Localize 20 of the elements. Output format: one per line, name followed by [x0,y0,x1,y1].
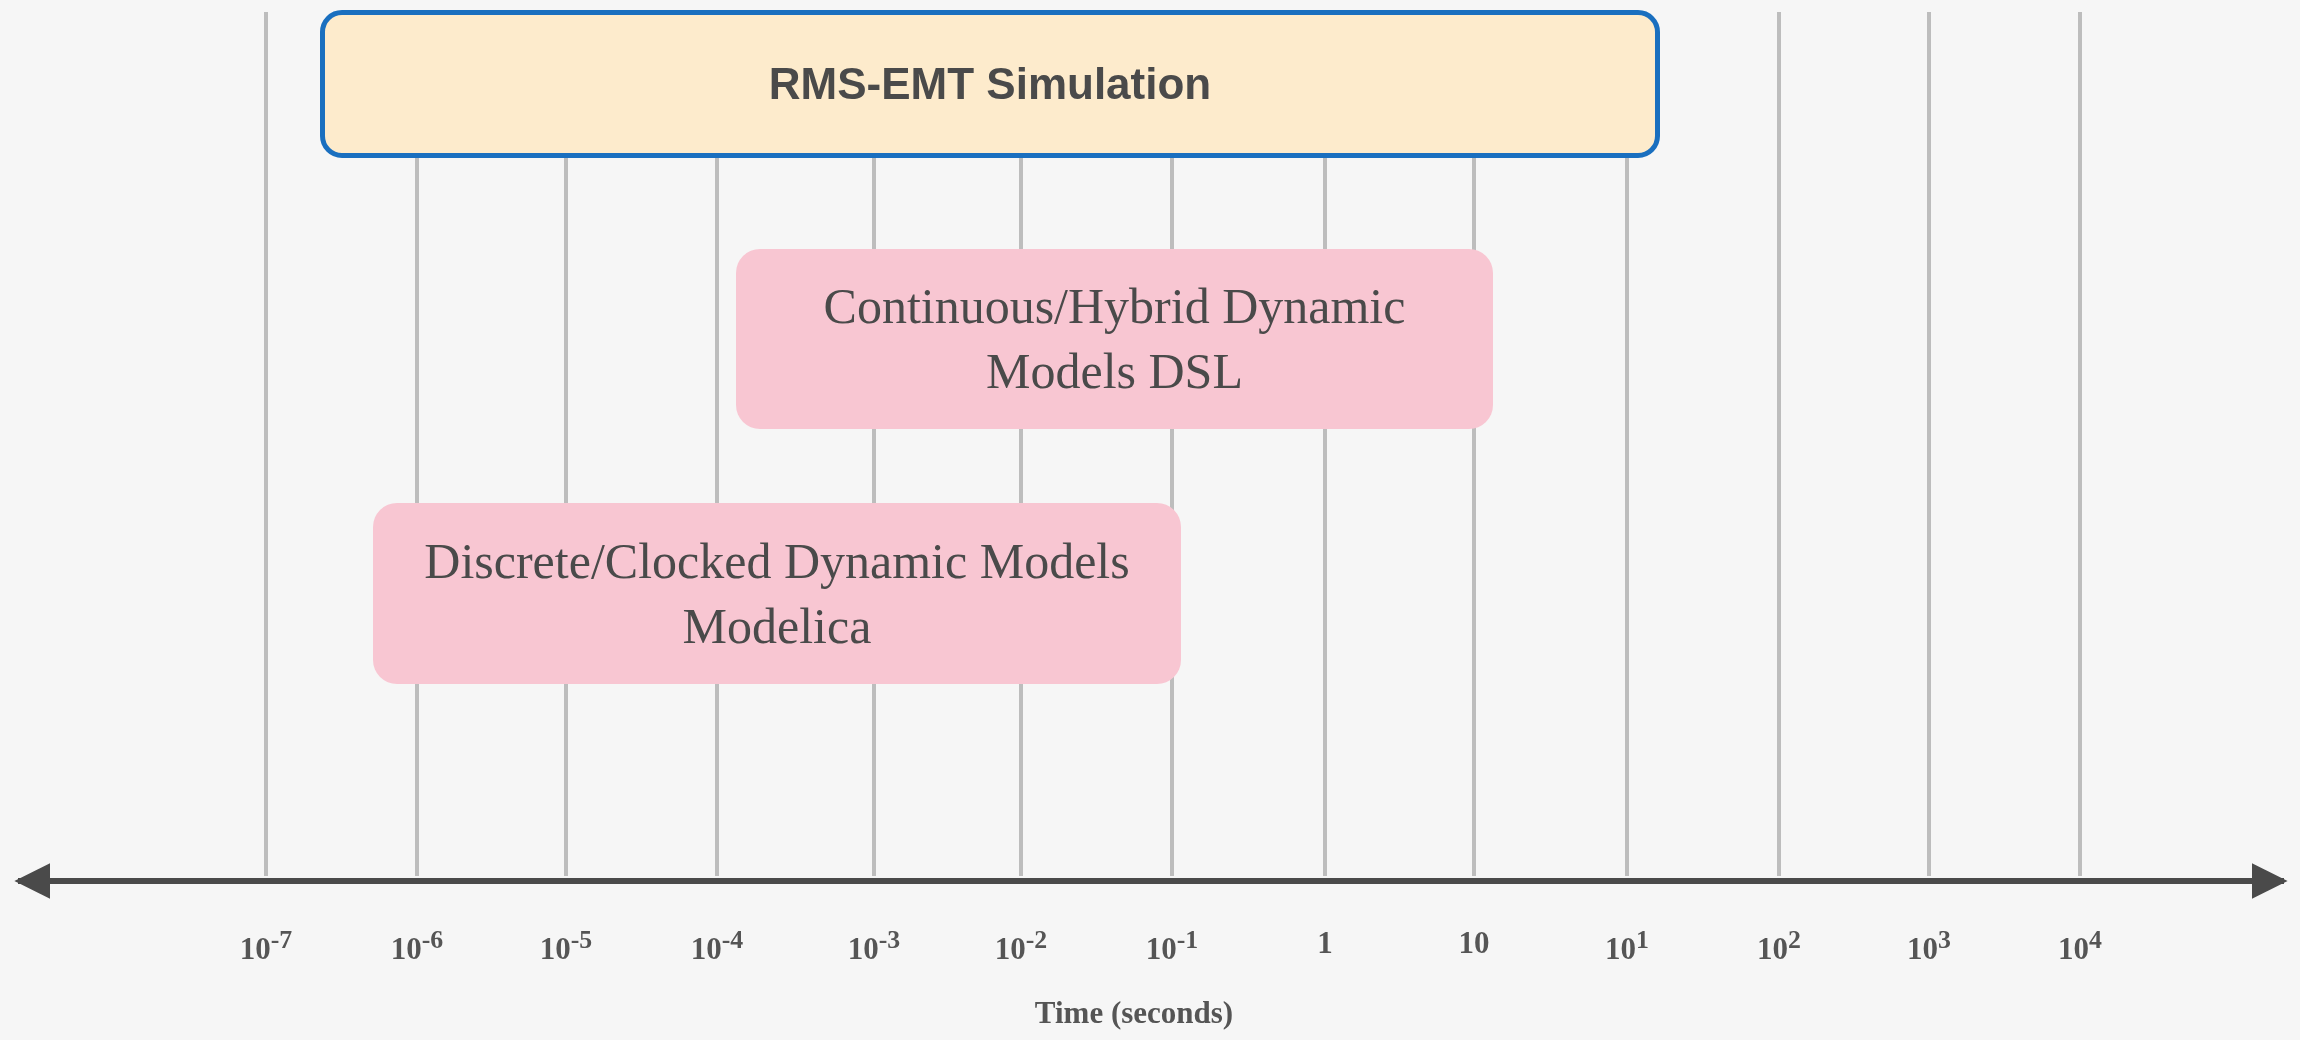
range-box [320,10,1660,158]
tick-label: 10$^{-6}$ [390,925,444,968]
tick-label: 10 [1458,925,1490,961]
tick-label: 10$^{-3}$ [847,925,901,968]
tick-label: 10$^{3}$ [1907,925,1951,968]
tick-label: 10$^{1}$ [1605,925,1649,968]
tick-label: 10$^{4}$ [2058,925,2102,968]
axis-title: Time (seconds) [1034,995,1234,1031]
tick-label: 10$^{-1}$ [1145,925,1199,968]
box-label: Continuous/Hybrid Dynamic Models DSL [822,277,1407,401]
range-box [373,503,1181,684]
tick-label: 10$^{-4}$ [690,925,744,968]
tick-label: 10$^{2}$ [1757,925,1801,968]
range-box [736,249,1493,429]
box-label: RMS-EMT Simulation [768,58,1212,111]
tick-label: 10$^{-2}$ [994,925,1048,968]
tick-label: 10$^{-5}$ [539,925,593,968]
tick-label: 10$^{-7}$ [239,925,293,968]
tick-label: 1 [1317,925,1333,961]
box-label: Discrete/Clocked Dynamic Models Modelica [423,531,1131,656]
